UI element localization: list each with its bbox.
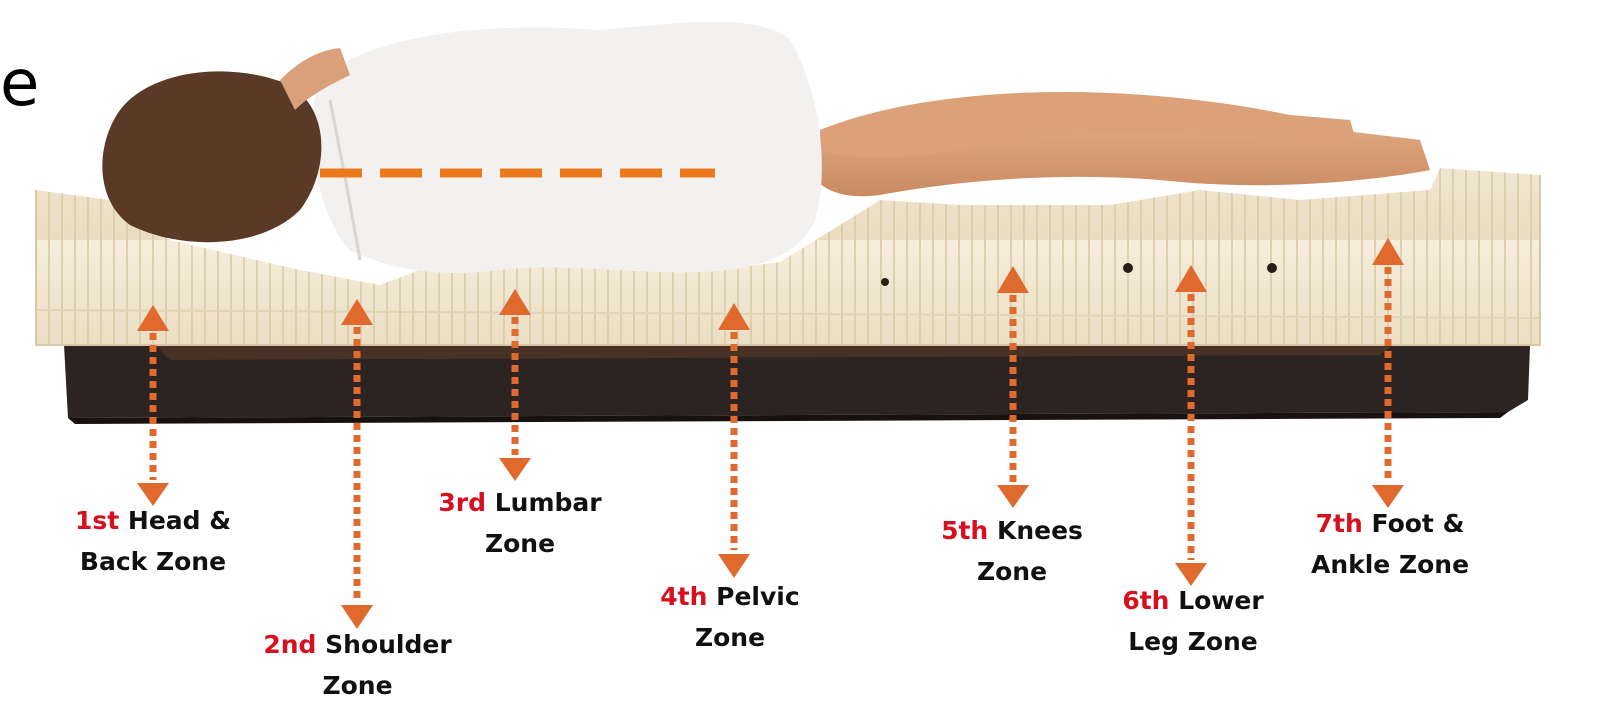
zone-1-line2: Back Zone — [58, 541, 248, 582]
zone-6-line1: Lower — [1178, 586, 1264, 615]
zone-3-ordinal: 3rd — [438, 488, 486, 517]
zone-7-line1: Foot & — [1372, 509, 1465, 538]
zone-4-label: 4th Pelvic Zone — [640, 576, 820, 658]
zone-4-line1: Pelvic — [716, 582, 800, 611]
zone-1-label: 1st Head & Back Zone — [58, 500, 248, 582]
zone-6-ordinal: 6th — [1122, 586, 1169, 615]
zone-4-ordinal: 4th — [660, 582, 707, 611]
zone-7-ordinal: 7th — [1316, 509, 1363, 538]
zone-2-line1: Shoulder — [325, 630, 452, 659]
zone-5-line1: Knees — [997, 516, 1083, 545]
zone-3-line2: Zone — [415, 523, 625, 564]
zone-7-label: 7th Foot & Ankle Zone — [1290, 503, 1490, 585]
zone-7-line2: Ankle Zone — [1290, 544, 1490, 585]
zone-2-ordinal: 2nd — [263, 630, 316, 659]
mattress-base — [64, 340, 1530, 424]
zone-6-line2: Leg Zone — [1098, 621, 1288, 662]
zone-3-label: 3rd Lumbar Zone — [415, 482, 625, 564]
zone-5-line2: Zone — [922, 551, 1102, 592]
zone-3-line1: Lumbar — [495, 488, 602, 517]
zone-2-label: 2nd Shoulder Zone — [245, 624, 470, 706]
zone-1-ordinal: 1st — [75, 506, 119, 535]
zone-4-line2: Zone — [640, 617, 820, 658]
zone-6-label: 6th Lower Leg Zone — [1098, 580, 1288, 662]
zone-5-label: 5th Knees Zone — [922, 510, 1102, 592]
zone-2-line2: Zone — [245, 665, 470, 706]
zone-5-ordinal: 5th — [941, 516, 988, 545]
zone-1-line1: Head & — [128, 506, 231, 535]
